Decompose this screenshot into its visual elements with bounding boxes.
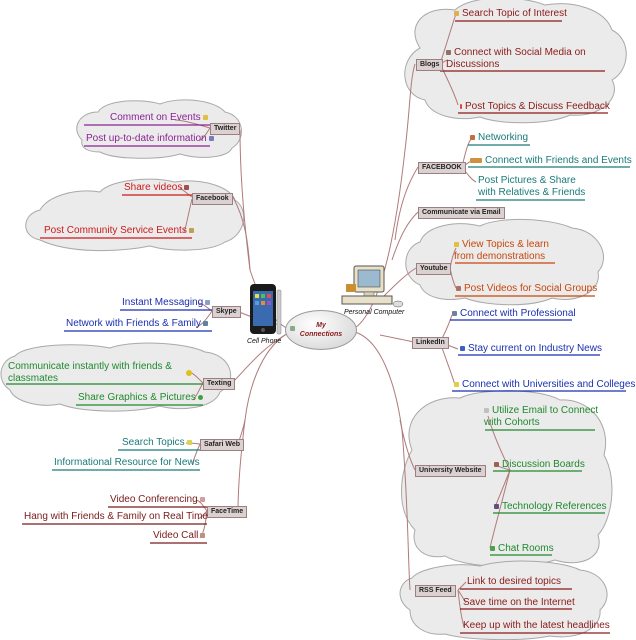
calendar-icon xyxy=(188,227,194,233)
cloud-youtube xyxy=(405,219,604,306)
leaf-skype-im: Instant Messaging xyxy=(122,297,211,309)
leaf-fb-connect: Connect with Friends and Events xyxy=(470,155,632,167)
leaf-youtube-post: Post Videos for Social Groups xyxy=(456,283,597,295)
link-icon xyxy=(446,49,451,55)
hub-linkedin[interactable]: LinkedIn xyxy=(412,337,449,349)
hub-skype[interactable]: Skype xyxy=(212,306,241,318)
leaf-underlines xyxy=(6,20,630,634)
hub-facetime[interactable]: FaceTime xyxy=(207,506,248,518)
lightbulb-icon xyxy=(202,114,208,120)
leaf-facebook-share-videos: Share videos xyxy=(124,182,190,194)
phone-icon xyxy=(200,532,206,538)
news-icon xyxy=(460,345,465,351)
central-line1: My xyxy=(316,322,326,329)
hub-facebook-right[interactable]: FACEBOOK xyxy=(418,162,466,174)
chat-icon xyxy=(490,545,495,551)
hub-email[interactable]: Communicate via Email xyxy=(418,207,505,219)
leaf-facetime-video-call: Video Call xyxy=(153,530,206,542)
smiley-icon xyxy=(186,370,192,376)
hub-blogs[interactable]: Blogs xyxy=(416,59,444,71)
leaf-linkedin-industry: Stay current on Industry News xyxy=(460,343,602,355)
leaf-rss-headlines: Keep up with the latest headlines xyxy=(463,620,610,631)
hub-university-website[interactable]: University Website xyxy=(415,465,486,477)
leaf-univ-chat: Chat Rooms xyxy=(490,543,554,555)
chat-icon xyxy=(205,299,211,305)
leaf-rss-save: Save time on the Internet xyxy=(463,597,575,608)
hub-safari-web[interactable]: Safari Web xyxy=(200,439,245,451)
star-icon xyxy=(454,381,459,387)
leaf-rss-link: Link to desired topics xyxy=(467,576,561,587)
people-icon xyxy=(203,320,209,326)
leaf-blogs-search: Search Topic of Interest xyxy=(454,8,567,20)
leaf-texting-communicate: Communicate instantly with friends & cla… xyxy=(8,361,172,384)
network-icon xyxy=(470,134,475,140)
people-icon xyxy=(470,157,482,163)
central-line2: Connections xyxy=(299,331,343,338)
exclamation-icon xyxy=(460,103,462,109)
personal-computer-label: Personal Computer xyxy=(344,309,405,316)
warning-icon xyxy=(454,241,459,247)
personal-computer-icon xyxy=(341,265,404,308)
leaf-safari-news: Informational Resource for News xyxy=(54,457,200,468)
leaf-texting-share: Share Graphics & Pictures xyxy=(78,392,203,404)
handshake-icon xyxy=(452,310,457,316)
email-icon xyxy=(484,407,489,413)
leaf-linkedin-professional: Connect with Professional xyxy=(452,308,576,320)
hub-twitter[interactable]: Twitter xyxy=(210,123,241,135)
cloud-blogs xyxy=(404,0,627,124)
leaf-safari-search: Search Topics xyxy=(122,437,192,449)
hub-rss-feed[interactable]: RSS Feed xyxy=(415,585,456,597)
leaf-blogs-connect: Connect with Social Media on Discussions xyxy=(446,47,586,70)
leaf-twitter-comment: Comment on Events xyxy=(110,112,208,124)
star-icon xyxy=(454,10,459,16)
leaf-linkedin-universities: Connect with Universities and Colleges xyxy=(454,379,635,391)
picture-icon xyxy=(197,394,203,400)
leaf-fb-networking: Networking xyxy=(470,132,528,144)
cloud-rss xyxy=(399,560,608,640)
leaf-univ-tech: Technology References xyxy=(494,501,607,513)
leaf-univ-discussion: Discussion Boards xyxy=(494,459,585,471)
cloud-texting xyxy=(0,342,232,412)
bullet-icon xyxy=(290,326,295,331)
discussion-icon xyxy=(494,461,499,467)
hub-facebook-left[interactable]: Facebook xyxy=(192,193,233,205)
leaf-facebook-post-events: Post Community Service Events xyxy=(44,225,194,237)
leaf-twitter-post: Post up-to-date information xyxy=(86,133,214,145)
film-icon xyxy=(456,285,461,291)
leaf-skype-network: Network with Friends & Family xyxy=(66,318,209,330)
leaf-fb-post-pictures: Post Pictures & Share with Relatives & F… xyxy=(478,175,586,198)
leaf-facetime-conferencing: Video Conferencing xyxy=(110,494,205,506)
lightbulb-icon xyxy=(186,439,192,445)
leaf-blogs-post: Post Topics & Discuss Feedback xyxy=(460,101,610,113)
gear-icon xyxy=(494,503,499,509)
leaf-facetime-hang: Hang with Friends & Family on Real Time xyxy=(24,511,208,522)
hub-texting[interactable]: Texting xyxy=(203,378,236,390)
video-icon xyxy=(184,184,190,190)
cell-phone-label: Cell Phone xyxy=(247,338,282,345)
cell-phone-icon xyxy=(250,284,282,335)
hub-youtube[interactable]: Youtube xyxy=(416,263,452,275)
note-icon xyxy=(208,135,214,141)
camera-icon xyxy=(199,496,205,502)
leaf-univ-email: Utilize Email to Connect with Cohorts xyxy=(484,405,599,428)
cloud-twitter xyxy=(76,99,242,159)
leaf-youtube-view: View Topics & learn from demonstrations xyxy=(454,239,549,262)
